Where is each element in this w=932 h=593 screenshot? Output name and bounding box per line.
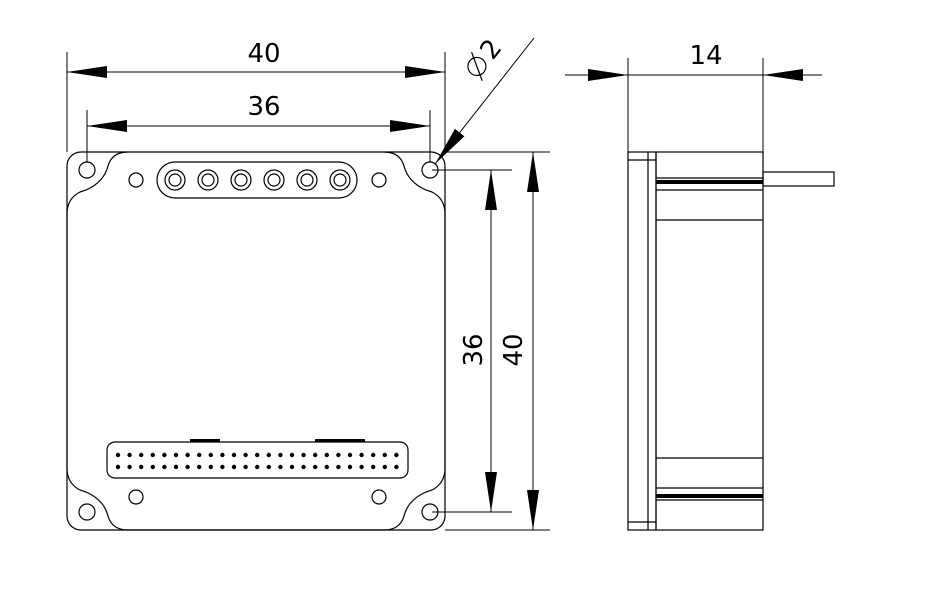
bottom-connector-keys [190,439,365,442]
inner-hole-bottom-right [371,489,387,505]
inner-hole-top-right [371,172,387,188]
front-view [66,151,446,531]
connector-pin [289,464,295,470]
connector-pin [336,464,341,470]
connector-pin [359,452,364,458]
connector-pin [278,452,283,458]
plate-outline [66,151,446,531]
connector-pin [382,452,387,458]
connector-pin [150,464,155,470]
connector-pin [185,464,190,470]
connector-pin [243,464,248,470]
inner-hole-bottom-left [128,489,144,505]
connector-pin [255,452,260,458]
connector-pin [382,464,387,470]
top-connector [156,161,358,199]
dimension-lines [66,37,822,531]
connector-pin [243,452,248,458]
connector-pin [150,452,155,458]
dim-text-vertical-36: 36 [459,333,489,366]
dim-text-top-40: 40 [247,39,280,69]
connector-pin [197,452,202,458]
connector-pin [231,452,237,458]
connector-pin [220,452,225,458]
connector-pin [301,464,306,470]
connector-pin [266,452,271,458]
corner-hole-top-left [78,161,96,179]
inner-hole-top-left [128,172,144,188]
connector-pin [394,452,399,458]
diameter-label: 2 [467,34,508,81]
connector-pin [139,464,144,470]
connector-pin [371,452,376,458]
connector-pin [394,464,399,470]
connector-pin [324,452,329,458]
bottom-connector [106,441,409,479]
connector-pin [115,464,121,470]
connector-pin [173,464,179,470]
connector-pin [347,464,353,470]
dim-text-diameter: 2 [474,34,508,66]
connector-pin [266,464,271,470]
connector-pin [289,452,295,458]
connector-pin [347,452,353,458]
connector-pin [359,464,364,470]
side-shaft [762,171,835,187]
dim-text-top-36: 36 [247,92,280,122]
connector-pin [127,464,132,470]
connector-pin [255,464,260,470]
connector-pin [313,452,318,458]
connector-pin [208,464,213,470]
connector-pin [185,452,190,458]
connector-pin [162,452,167,458]
connector-pin [139,452,144,458]
connector-pin [324,464,329,470]
top-connector-pins [164,169,351,191]
connector-pin [371,464,376,470]
diameter-leader [434,37,535,165]
dim-text-vertical-40: 40 [499,333,529,366]
connector-pin [301,452,306,458]
side-body [655,151,764,531]
connector-pin [197,464,202,470]
side-flange [627,151,657,531]
connector-pin [115,452,121,458]
side-view [627,151,835,531]
connector-pin [173,452,179,458]
connector-pin [162,464,167,470]
connector-pin [220,464,225,470]
bottom-connector-pin-grid [115,452,399,470]
inner-body [66,151,446,531]
connector-pin [208,452,213,458]
connector-pin [127,452,132,458]
dim-text-side-14: 14 [689,41,722,71]
connector-pin [313,464,318,470]
connector-pin [231,464,237,470]
corner-hole-bottom-left [78,503,96,521]
connector-pin [278,464,283,470]
connector-pin [336,452,341,458]
